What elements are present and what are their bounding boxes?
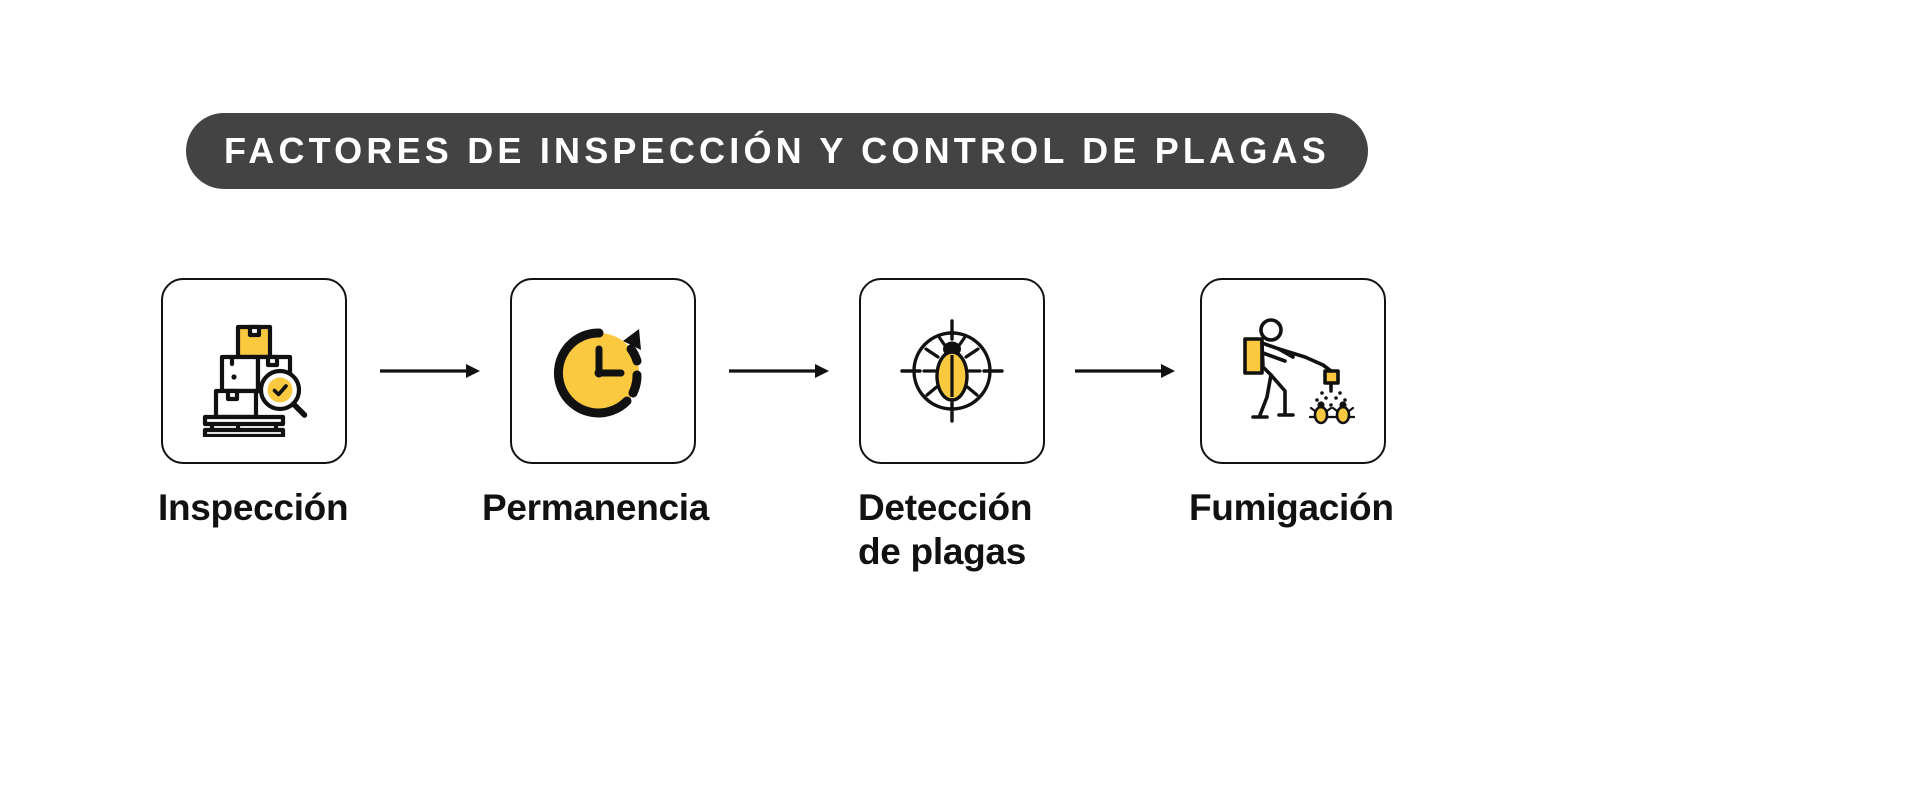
step-card-permanencia[interactable] xyxy=(510,278,696,464)
fumigation-icon xyxy=(1243,318,1356,425)
step-label-permanencia: Permanencia xyxy=(482,487,710,528)
bug-crosshair-icon xyxy=(900,319,1004,423)
step-labels: Inspección Permanencia Detección de plag… xyxy=(0,486,1920,606)
page-title: FACTORES DE INSPECCIÓN Y CONTROL DE PLAG… xyxy=(224,130,1330,171)
process-flow xyxy=(0,278,1920,478)
clock-icon xyxy=(553,328,642,418)
boxes-magnifier-icon xyxy=(202,324,308,437)
step-label-fumigacion: Fumigación xyxy=(1189,487,1394,528)
flow-arrow-2 xyxy=(729,364,829,378)
flow-arrow-1 xyxy=(380,364,480,378)
step-card-fumigacion[interactable] xyxy=(1200,278,1386,464)
step-card-inspeccion[interactable] xyxy=(161,278,347,464)
step-label-deteccion-de-plagas: Detección de plagas xyxy=(858,487,1033,572)
flow-arrow-3 xyxy=(1075,364,1175,378)
step-card-deteccion-de-plagas[interactable] xyxy=(859,278,1045,464)
step-label-inspeccion: Inspección xyxy=(158,487,349,528)
title-banner: FACTORES DE INSPECCIÓN Y CONTROL DE PLAG… xyxy=(186,113,1368,189)
